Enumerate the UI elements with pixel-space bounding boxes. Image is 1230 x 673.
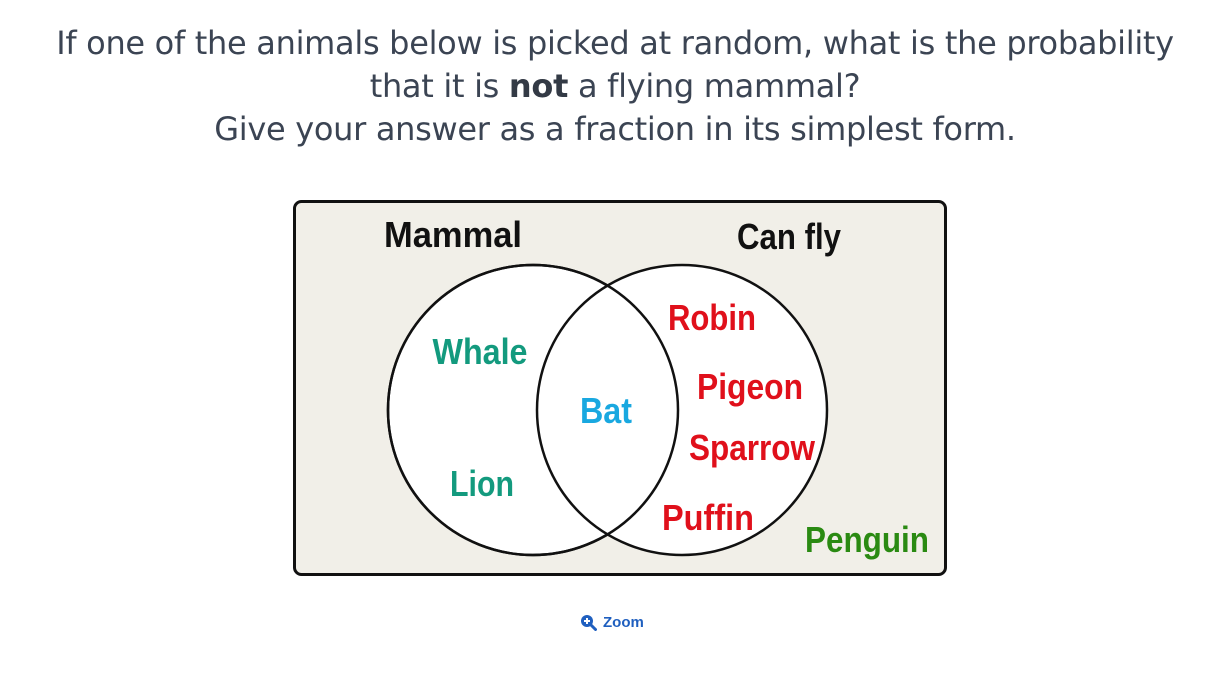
animal-whale: Whale: [433, 331, 528, 372]
question-emphasis: not: [508, 67, 569, 105]
question-line-1: If one of the animals below is picked at…: [56, 24, 1174, 62]
mammal-circle-outline: [386, 263, 680, 557]
animal-bat: Bat: [580, 390, 632, 431]
venn-diagram: Mammal Can fly Whale Lion Bat Robin Pige…: [293, 200, 947, 576]
question-line-3: Give your answer as a fraction in its si…: [214, 110, 1016, 148]
venn-svg: Mammal Can fly Whale Lion Bat Robin Pige…: [293, 200, 947, 576]
zoom-in-icon: [580, 614, 597, 631]
animal-penguin: Penguin: [805, 519, 929, 560]
animal-lion: Lion: [450, 463, 514, 504]
question-line-2-end: a flying mammal?: [568, 67, 861, 105]
question-text: If one of the animals below is picked at…: [0, 22, 1230, 151]
zoom-button[interactable]: Zoom: [580, 611, 644, 633]
animal-puffin: Puffin: [662, 497, 754, 538]
mammal-label: Mammal: [384, 214, 522, 255]
animal-pigeon: Pigeon: [697, 366, 803, 407]
animal-robin: Robin: [668, 297, 756, 338]
question-line-2-start: that it is: [369, 67, 509, 105]
can-fly-circle: [535, 263, 829, 557]
question-line-2: that it is not a flying mammal?: [0, 65, 1230, 108]
animal-sparrow: Sparrow: [689, 427, 816, 468]
zoom-label: Zoom: [603, 613, 644, 631]
can-fly-label: Can fly: [737, 216, 841, 257]
